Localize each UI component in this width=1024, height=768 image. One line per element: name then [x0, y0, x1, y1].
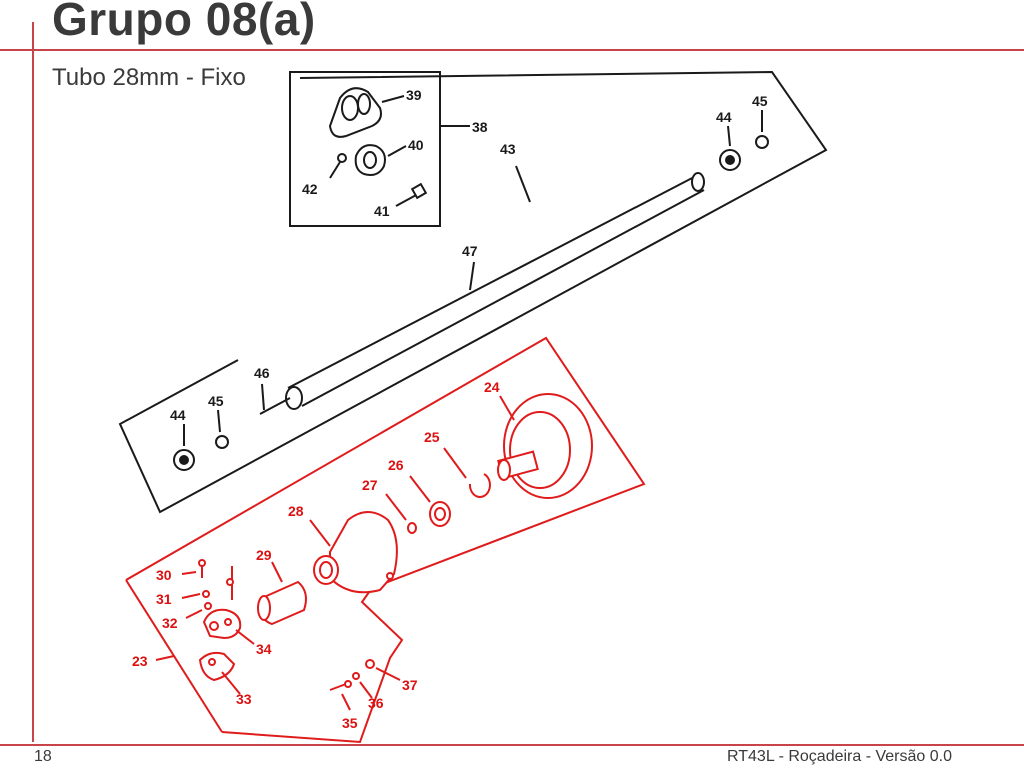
label-35: 35: [342, 715, 358, 731]
label-44-right: 44: [716, 109, 732, 125]
bolt-part: [329, 680, 352, 711]
label-27: 27: [362, 477, 378, 493]
label-46: 46: [254, 365, 270, 381]
small-bushing-right-part: [755, 110, 769, 149]
label-47: 47: [462, 243, 478, 259]
label-45-left: 45: [208, 393, 224, 409]
label-36: 36: [368, 695, 384, 711]
label-29: 29: [256, 547, 272, 563]
label-25: 25: [424, 429, 440, 445]
small-ring-part: [385, 493, 417, 534]
document-footer: RT43L - Roçadeira - Versão 0.0: [726, 748, 952, 765]
footer-rule: [0, 744, 1024, 746]
clutch-housing-part: [309, 511, 398, 594]
label-43: 43: [500, 141, 516, 157]
washer-part: [181, 590, 210, 599]
clamp-ring-part: [354, 144, 407, 176]
bushing-left-part: [173, 424, 195, 471]
retaining-ring-part: [443, 447, 491, 498]
label-45-right: 45: [752, 93, 768, 109]
lock-washer-part: [352, 672, 373, 699]
drive-shaft-part: [469, 261, 475, 291]
page-number: 18: [34, 748, 52, 765]
label-30: 30: [156, 567, 172, 583]
label-44-left: 44: [170, 407, 186, 423]
label-41: 41: [374, 203, 390, 219]
clamp-bolt-part: [395, 182, 428, 207]
flange-nut-part: [365, 659, 401, 681]
label-37: 37: [402, 677, 418, 693]
pin-part: [226, 566, 234, 600]
clutch-assembly-leader: [155, 655, 175, 661]
shaft-tip-part: [259, 383, 291, 415]
label-34: 34: [256, 641, 272, 657]
tube-frame: [118, 70, 828, 514]
clamp-subframe: [289, 71, 470, 227]
label-33: 33: [236, 691, 252, 707]
label-28: 28: [288, 503, 304, 519]
spring-pin-part: [185, 602, 212, 619]
screw-part: [181, 559, 206, 578]
label-31: 31: [156, 591, 172, 607]
label-23: 23: [132, 653, 148, 669]
clutch-plate-part: [198, 651, 241, 695]
label-39: 39: [406, 87, 422, 103]
main-tube-part: [285, 165, 705, 410]
clamp-shell-part: [328, 87, 405, 138]
label-42: 42: [302, 181, 318, 197]
small-bushing-left-part: [215, 409, 229, 449]
clutch-shoe-part: [202, 608, 255, 645]
page-title: Grupo 08(a): [52, 0, 316, 45]
clamp-nut-part: [329, 153, 347, 179]
label-38: 38: [472, 119, 488, 135]
page-subtitle: Tubo 28mm - Fixo: [52, 64, 246, 91]
label-26: 26: [388, 457, 404, 473]
label-32: 32: [162, 615, 178, 631]
label-24: 24: [484, 379, 500, 395]
clutch-drum-part: [497, 393, 593, 499]
bearing-part: [409, 475, 451, 527]
header-rule: [0, 49, 1024, 51]
left-margin-rule: [32, 22, 34, 742]
sleeve-part: [257, 561, 307, 626]
label-40: 40: [408, 137, 424, 153]
bushing-right-part: [719, 125, 741, 171]
